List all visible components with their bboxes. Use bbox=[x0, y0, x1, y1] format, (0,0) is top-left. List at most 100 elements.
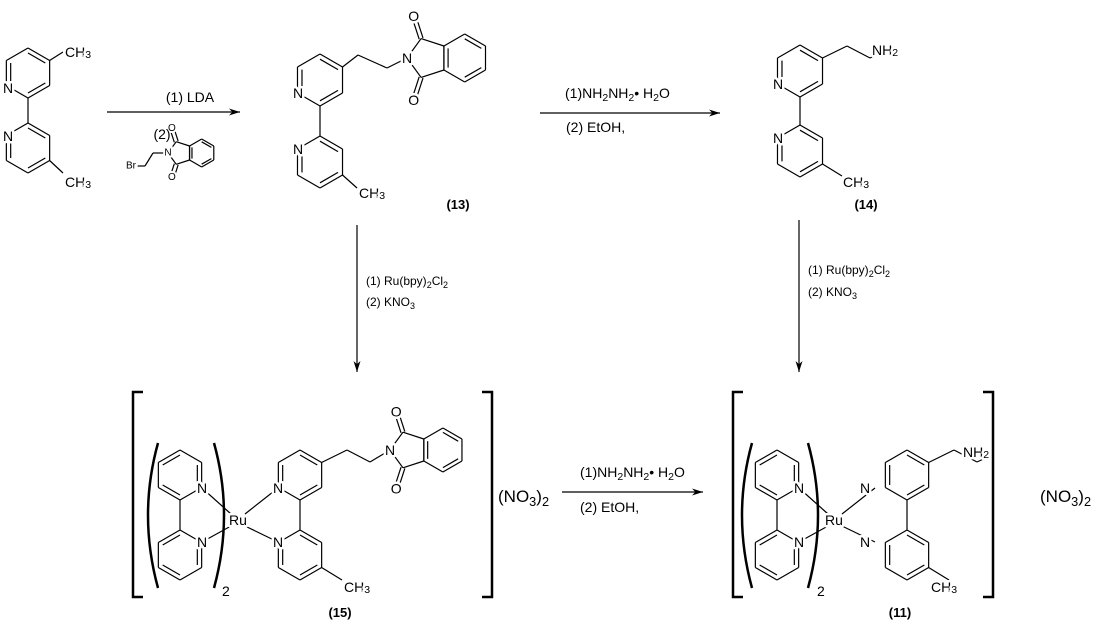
imide-ring-bond bbox=[176, 159, 190, 165]
bond bbox=[846, 45, 871, 59]
compound-label-14: (14) bbox=[854, 197, 877, 212]
compound-label-15: (15) bbox=[328, 605, 351, 620]
ring-bond bbox=[158, 566, 181, 581]
carbonyl-bond bbox=[411, 16, 420, 40]
bond bbox=[928, 449, 955, 464]
ring-bond bbox=[885, 529, 908, 544]
double-bond-inner bbox=[759, 564, 778, 576]
carbonyl-bond bbox=[173, 164, 179, 179]
complexation-reagent-2: (2) KNO3 bbox=[366, 295, 415, 311]
reaction-arrow bbox=[562, 488, 703, 496]
ring-bond bbox=[906, 529, 929, 544]
arrowhead-icon bbox=[795, 361, 803, 372]
imide-ring-bond bbox=[389, 449, 404, 469]
ring-bond bbox=[755, 486, 778, 501]
ring-bond bbox=[755, 566, 778, 581]
double-bond-inner bbox=[162, 454, 181, 466]
arrowhead-icon bbox=[709, 109, 720, 117]
methyl-label: CH3 bbox=[344, 579, 370, 596]
atom-n: N bbox=[273, 534, 283, 550]
imide-ring-bond bbox=[176, 141, 190, 147]
step2-reagent-2: (2) EtOH, bbox=[566, 119, 625, 135]
ring-bond bbox=[906, 486, 929, 501]
benzene-bond bbox=[442, 460, 463, 473]
bond bbox=[798, 525, 829, 543]
double-bond-inner bbox=[464, 38, 482, 49]
double-bond-inner bbox=[27, 52, 46, 64]
counterion-label: (NO3)2 bbox=[498, 487, 549, 509]
reaction-arrow bbox=[540, 109, 720, 117]
double-bond-inner bbox=[464, 67, 482, 78]
ring-bond bbox=[297, 135, 321, 150]
bond bbox=[386, 57, 408, 69]
amine-label: NH2 bbox=[872, 42, 898, 59]
carbonyl-bond bbox=[397, 410, 406, 432]
carbonyl-bond bbox=[393, 466, 402, 489]
ring-bond bbox=[755, 449, 778, 464]
ring-bond bbox=[297, 174, 321, 189]
double-bond-inner bbox=[759, 534, 778, 546]
double-bond-inner bbox=[906, 454, 925, 466]
atom-o: O bbox=[168, 172, 176, 183]
bond bbox=[244, 525, 279, 543]
amine-label: NH2 bbox=[963, 444, 989, 461]
double-bond-inner bbox=[299, 564, 318, 576]
ring-bond bbox=[179, 529, 202, 544]
atom-o: O bbox=[408, 8, 419, 24]
compound-14: N N NH2 CH3 (14) bbox=[770, 40, 900, 213]
carbonyl-bond bbox=[415, 77, 424, 102]
ring-bond bbox=[6, 47, 29, 62]
ring-bond bbox=[27, 47, 50, 62]
double-bond-inner bbox=[799, 49, 819, 62]
bond bbox=[144, 152, 154, 167]
step2-reagent-1: (1)NH2NH2• H2O bbox=[565, 85, 670, 104]
arrowhead-icon bbox=[692, 488, 703, 496]
carbonyl-bond bbox=[415, 14, 424, 39]
double-bond-inner bbox=[201, 158, 212, 165]
bond-lines bbox=[5, 14, 995, 599]
ring-bond bbox=[799, 44, 823, 59]
bond bbox=[201, 487, 232, 515]
step4-reagent-1: (1)NH2NH2• H2O bbox=[580, 464, 685, 483]
bond bbox=[49, 51, 64, 62]
atom-n: N bbox=[794, 480, 804, 496]
bond bbox=[201, 525, 232, 543]
double-bond-inner bbox=[319, 171, 339, 184]
ring-bond bbox=[319, 174, 343, 189]
right-parenthesis bbox=[806, 442, 820, 589]
bond bbox=[321, 449, 348, 464]
double-bond-inner bbox=[906, 484, 925, 496]
ring-bond bbox=[299, 449, 322, 464]
benzene-bond bbox=[189, 138, 202, 147]
atom-n: N bbox=[3, 80, 13, 96]
benzene-bond bbox=[201, 159, 215, 168]
carbonyl-bond bbox=[173, 127, 179, 142]
ring-bond bbox=[179, 449, 202, 464]
bond bbox=[928, 566, 950, 581]
methyl-label: CH3 bbox=[65, 44, 91, 61]
reagent-bromoethylphthalimide: Br N O O bbox=[124, 121, 178, 185]
ring-bond bbox=[799, 124, 823, 139]
double-bond-inner bbox=[162, 564, 181, 576]
double-bond-inner bbox=[299, 484, 318, 496]
atom-n: N bbox=[273, 480, 283, 496]
atom-n: N bbox=[773, 76, 783, 92]
bond bbox=[822, 45, 848, 59]
bond bbox=[869, 54, 877, 59]
ring-bond bbox=[158, 529, 181, 544]
double-bond-inner bbox=[162, 534, 181, 546]
step1-reagent-1: (1) LDA bbox=[166, 89, 215, 105]
ring-bond bbox=[319, 135, 343, 150]
double-bond-inner bbox=[299, 454, 318, 466]
ring-bond bbox=[179, 486, 202, 501]
double-bond-inner bbox=[299, 534, 318, 546]
ring-bond bbox=[158, 449, 181, 464]
left-bracket bbox=[131, 390, 143, 599]
benzene-bond bbox=[464, 33, 486, 47]
double-bond-inner bbox=[319, 58, 339, 71]
left-parenthesis bbox=[146, 442, 160, 589]
ring-bond bbox=[776, 566, 799, 581]
double-bond-inner bbox=[799, 160, 819, 173]
methyl-label: CH3 bbox=[931, 579, 957, 596]
